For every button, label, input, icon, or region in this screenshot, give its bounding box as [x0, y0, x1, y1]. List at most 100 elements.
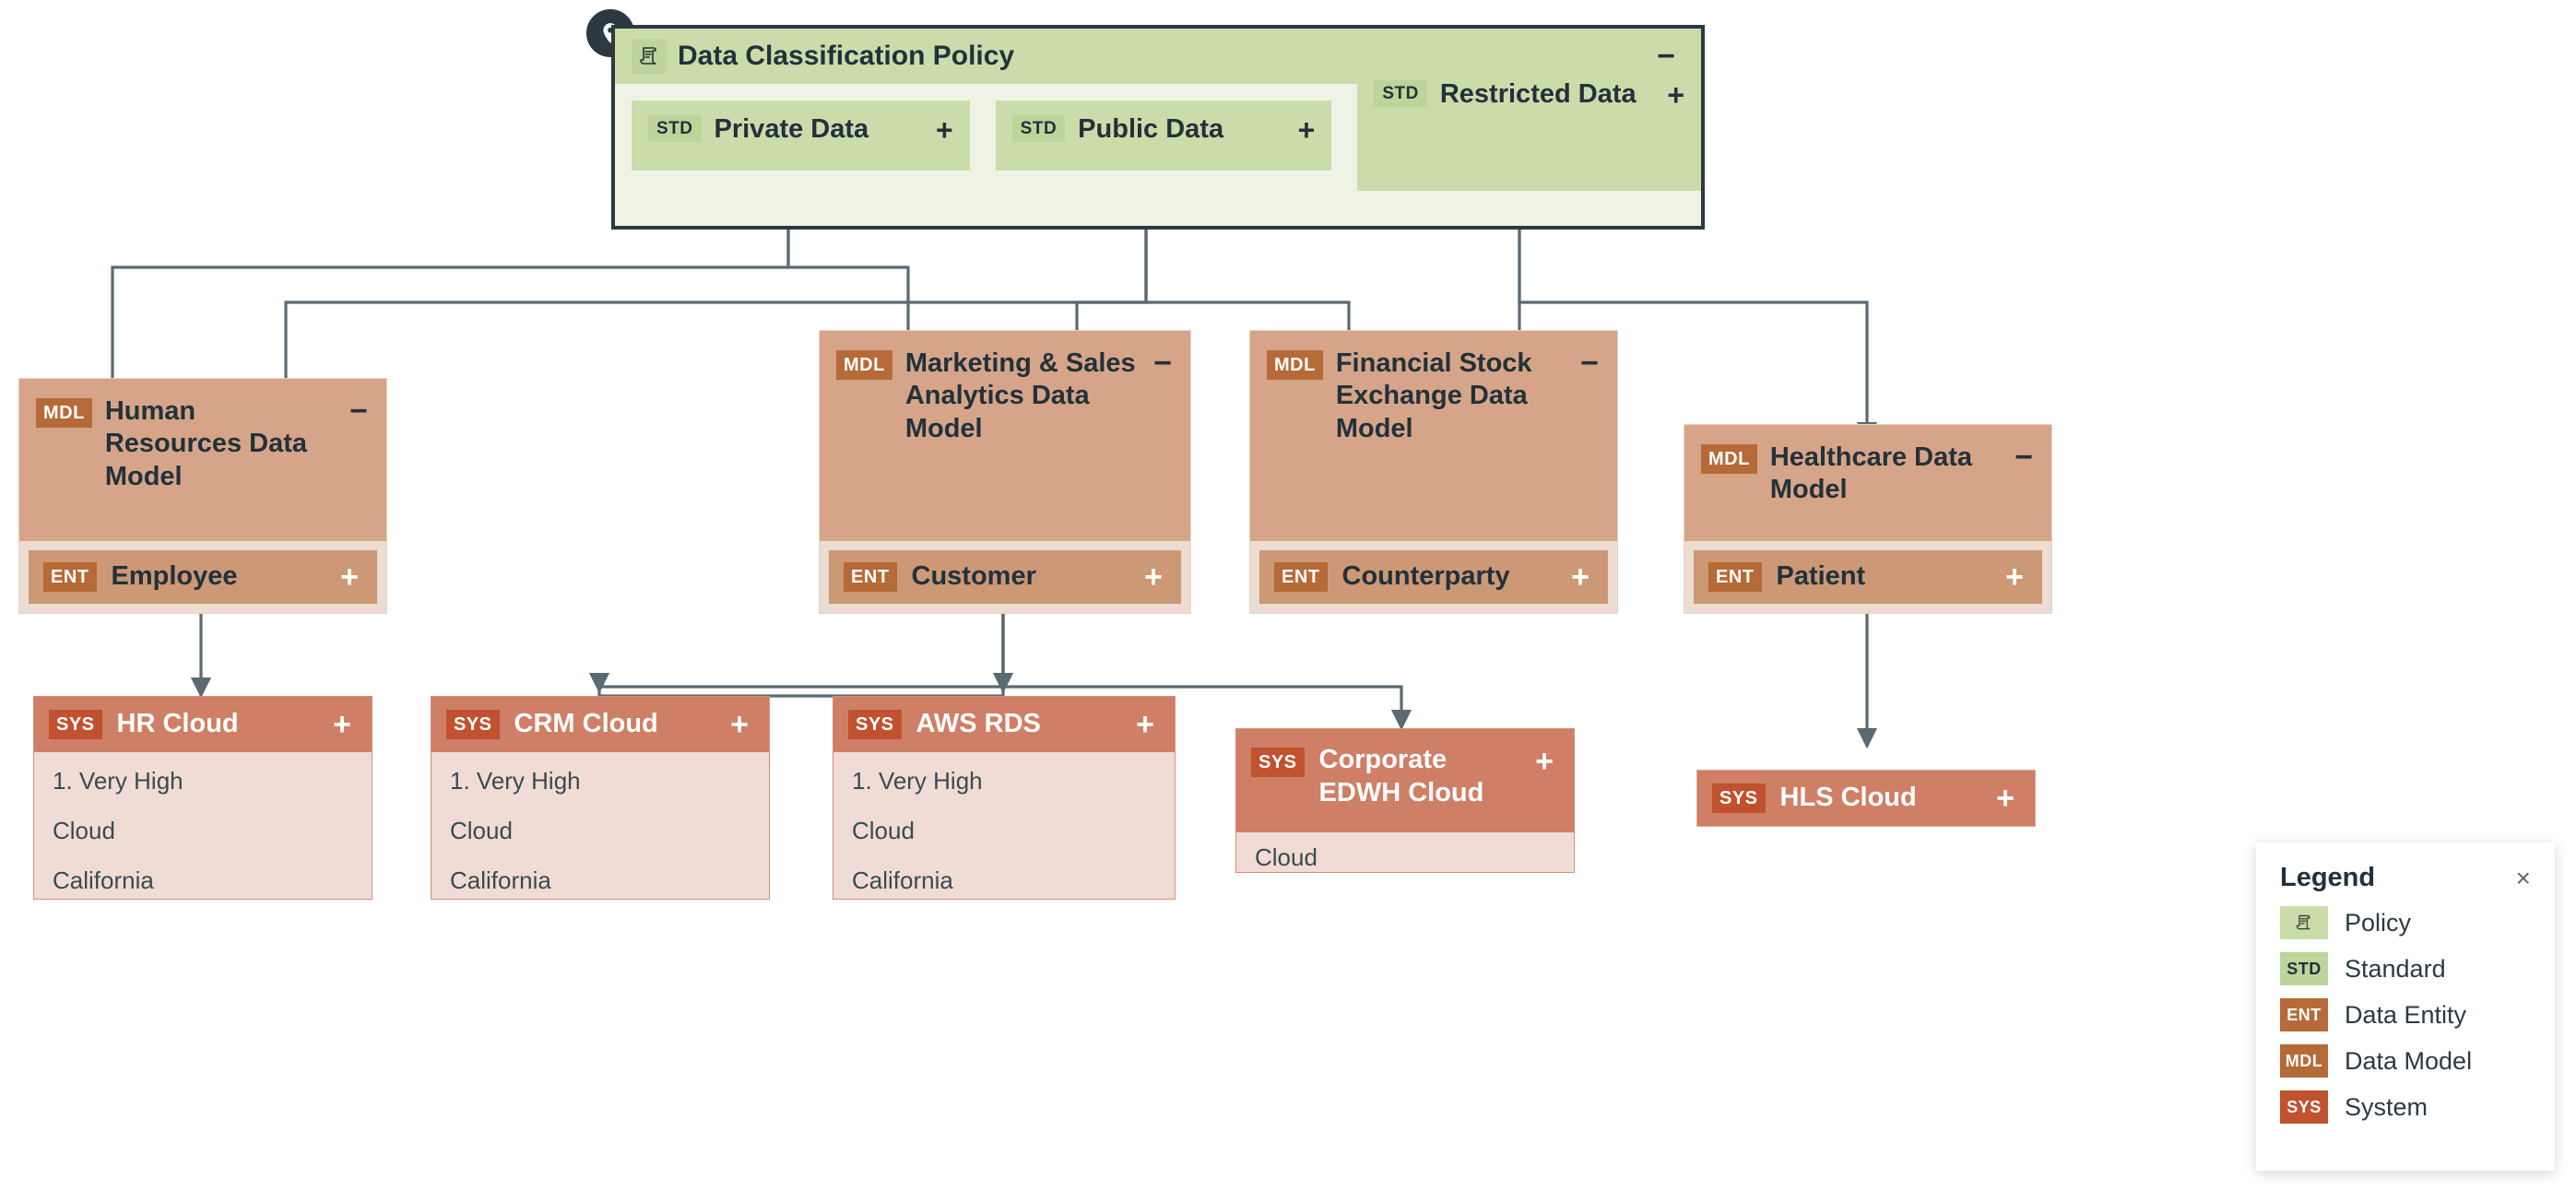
standard-expand-toggle[interactable]: +: [935, 113, 953, 147]
system-attribute: Cloud: [450, 817, 513, 844]
ent-badge: ENT: [43, 562, 97, 592]
entity-card-employee[interactable]: ENT Employee +: [29, 550, 377, 604]
legend-label: System: [2345, 1092, 2428, 1121]
system-attribute: Cloud: [1255, 843, 1318, 871]
legend-label: Data Entity: [2345, 1000, 2467, 1029]
data-model-body: ENT Patient +: [1684, 541, 2051, 613]
mdl-badge: MDL: [836, 350, 892, 380]
system-attribute: Cloud: [53, 817, 115, 844]
data-model-collapse-toggle[interactable]: −: [1153, 346, 1172, 381]
system-expand-toggle[interactable]: +: [1535, 744, 1554, 779]
system-card-body: 1. Very High Cloud California: [431, 752, 769, 892]
mdl-badge: MDL: [36, 398, 92, 428]
system-card-header[interactable]: SYS AWS RDS +: [833, 697, 1175, 752]
system-attribute: Cloud: [852, 817, 915, 844]
standard-title: Restricted Data: [1439, 79, 1637, 109]
system-attribute: California: [852, 866, 953, 894]
entity-expand-toggle[interactable]: +: [340, 560, 359, 595]
entity-expand-toggle[interactable]: +: [2005, 560, 2024, 595]
entity-card-customer[interactable]: ENT Customer +: [829, 550, 1181, 604]
system-attribute: 1. Very High: [450, 767, 581, 795]
standard-expand-toggle[interactable]: +: [1667, 78, 1684, 112]
data-model-card-healthcare[interactable]: MDL Healthcare Data Model − ENT Patient …: [1684, 424, 2052, 614]
entity-card-patient[interactable]: ENT Patient +: [1694, 550, 2042, 604]
data-model-card-financial-stock-exchange[interactable]: MDL Financial Stock Exchange Data Model …: [1249, 330, 1618, 614]
ent-badge: ENT: [1274, 562, 1328, 592]
system-card-hls-cloud[interactable]: SYS HLS Cloud +: [1696, 770, 2036, 827]
system-attribute: 1. Very High: [53, 767, 183, 795]
system-attribute: California: [53, 866, 154, 894]
std-badge: STD: [648, 115, 702, 142]
system-title: Corporate EDWH Cloud: [1318, 745, 1484, 807]
policy-card[interactable]: Data Classification Policy − STD Private…: [611, 25, 1705, 230]
data-model-collapse-toggle[interactable]: −: [349, 394, 368, 429]
system-card-crm-cloud[interactable]: SYS CRM Cloud + 1. Very High Cloud Calif…: [431, 696, 770, 900]
legend-item-standard: STD Standard: [2280, 952, 2531, 985]
standard-expand-toggle[interactable]: +: [1297, 113, 1316, 147]
legend-item-data-entity: ENT Data Entity: [2280, 998, 2531, 1031]
standard-title: Public Data: [1078, 114, 1224, 144]
data-model-card-marketing-sales[interactable]: MDL Marketing & Sales Analytics Data Mod…: [819, 330, 1191, 614]
legend-item-system: SYS System: [2280, 1090, 2531, 1124]
policy-scroll-icon: [2280, 906, 2328, 939]
standard-card-restricted-data[interactable]: STD Restricted Data +: [1357, 65, 1701, 191]
policy-scroll-icon: [632, 39, 667, 74]
standards-row: STD Private Data + STD Public Data + STD…: [615, 65, 1701, 191]
system-card-header[interactable]: SYS HLS Cloud +: [1697, 771, 2035, 826]
system-expand-toggle[interactable]: +: [333, 707, 351, 742]
sys-badge: SYS: [1712, 784, 1766, 813]
system-attribute: 1. Very High: [852, 767, 983, 795]
data-model-header[interactable]: MDL Financial Stock Exchange Data Model …: [1250, 331, 1617, 445]
system-card-corporate-edwh-cloud[interactable]: SYS Corporate EDWH Cloud + Cloud: [1235, 728, 1575, 873]
legend-title: Legend: [2280, 863, 2376, 892]
system-card-header[interactable]: SYS Corporate EDWH Cloud +: [1236, 729, 1574, 832]
sys-badge: SYS: [848, 710, 902, 739]
system-card-header[interactable]: SYS CRM Cloud +: [431, 697, 769, 752]
data-model-card-human-resources[interactable]: MDL Human Resources Data Model − ENT Emp…: [18, 378, 387, 614]
std-badge: STD: [2280, 952, 2328, 985]
standard-card-public-data[interactable]: STD Public Data +: [995, 100, 1332, 171]
entity-title: Employee: [111, 561, 238, 592]
legend-item-data-model: MDL Data Model: [2280, 1044, 2531, 1078]
system-card-aws-rds[interactable]: SYS AWS RDS + 1. Very High Cloud Califor…: [833, 696, 1176, 900]
data-model-header[interactable]: MDL Marketing & Sales Analytics Data Mod…: [820, 331, 1190, 445]
policy-title: Data Classification Policy: [678, 41, 1015, 71]
system-expand-toggle[interactable]: +: [1996, 781, 2015, 816]
sys-badge: SYS: [1251, 748, 1305, 777]
scroll-glyph: [2296, 914, 2310, 930]
sys-badge: SYS: [49, 710, 102, 739]
system-expand-toggle[interactable]: +: [730, 707, 749, 742]
data-model-header[interactable]: MDL Healthcare Data Model −: [1684, 425, 2051, 507]
legend-panel: Legend × Policy STD Standard ENT Data En…: [2256, 842, 2555, 1171]
standard-title: Private Data: [714, 114, 869, 144]
close-icon[interactable]: ×: [2515, 863, 2531, 892]
system-expand-toggle[interactable]: +: [1136, 707, 1154, 742]
entity-expand-toggle[interactable]: +: [1144, 560, 1163, 595]
system-card-hr-cloud[interactable]: SYS HR Cloud + 1. Very High Cloud Califo…: [33, 696, 372, 900]
legend-label: Policy: [2345, 908, 2412, 937]
system-card-body: Cloud: [1236, 832, 1574, 869]
standard-card-private-data[interactable]: STD Private Data +: [632, 100, 970, 171]
data-model-collapse-toggle[interactable]: −: [2015, 440, 2033, 475]
entity-expand-toggle[interactable]: +: [1571, 560, 1589, 595]
mdl-badge: MDL: [1267, 350, 1323, 380]
mdl-badge: MDL: [2280, 1044, 2328, 1078]
policy-collapse-toggle[interactable]: −: [1657, 38, 1675, 74]
legend-header: Legend ×: [2280, 863, 2531, 893]
system-card-header[interactable]: SYS HR Cloud +: [34, 697, 372, 752]
data-model-collapse-toggle[interactable]: −: [1580, 346, 1599, 381]
entity-card-counterparty[interactable]: ENT Counterparty +: [1259, 550, 1608, 604]
ent-badge: ENT: [2280, 998, 2328, 1031]
mdl-badge: MDL: [1701, 444, 1757, 474]
system-title: CRM Cloud: [514, 709, 658, 739]
ent-badge: ENT: [844, 562, 897, 592]
ent-badge: ENT: [1708, 562, 1762, 592]
data-model-header[interactable]: MDL Human Resources Data Model −: [19, 379, 386, 493]
data-model-title: Healthcare Data Model: [1769, 442, 1973, 505]
entity-title: Counterparty: [1341, 561, 1510, 592]
scroll-glyph: [640, 47, 656, 65]
data-model-title: Human Resources Data Model: [104, 396, 308, 491]
system-title: AWS RDS: [916, 709, 1041, 739]
system-attribute: California: [450, 866, 551, 894]
